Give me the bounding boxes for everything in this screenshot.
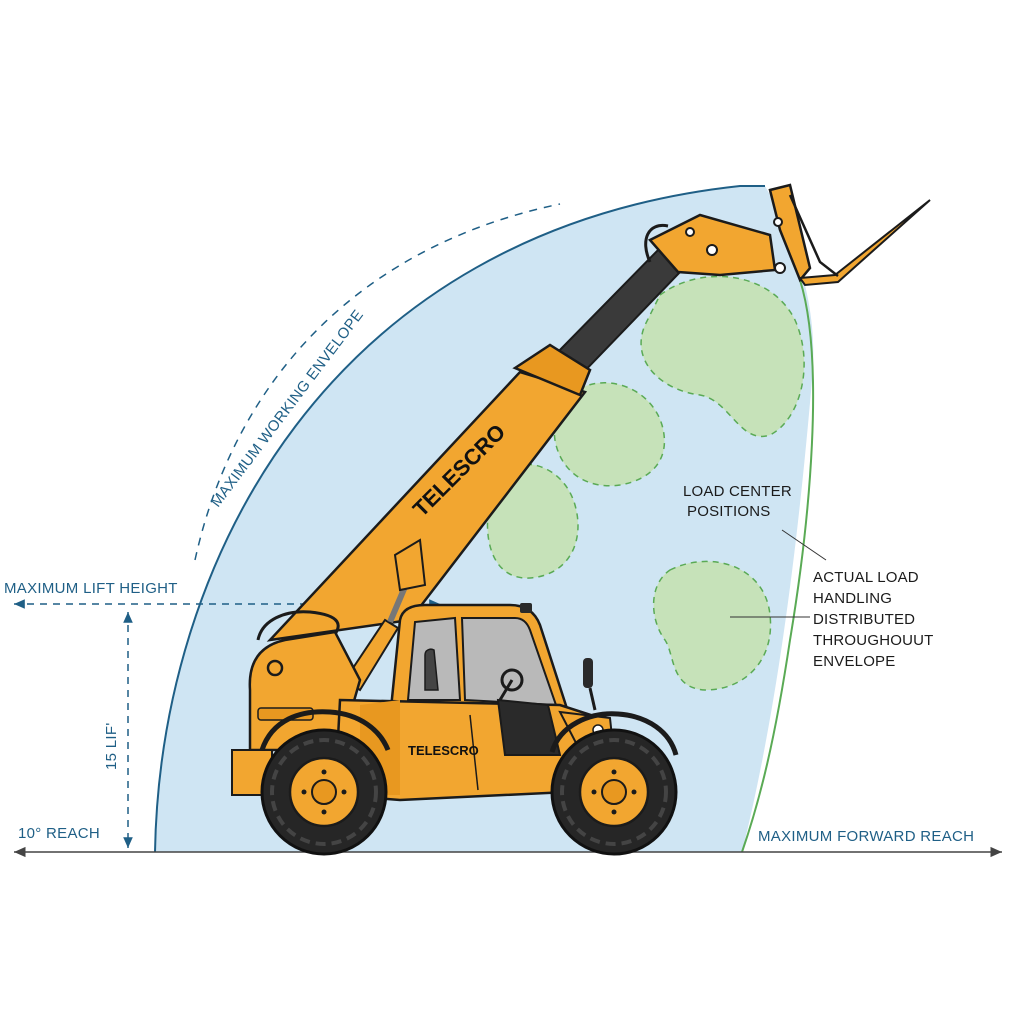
fork-arm bbox=[788, 194, 839, 277]
boom-head-pin-2 bbox=[685, 227, 695, 237]
max-forward-reach-label: MAXIMUM FORWARD REACH bbox=[758, 828, 974, 845]
actual-load-line-4: THROUGHOUUT bbox=[813, 632, 933, 649]
boom-pivot-pin bbox=[266, 659, 284, 677]
envelope-guide-arc bbox=[194, 203, 561, 561]
load-center-line-1: LOAD CENTER bbox=[683, 483, 792, 500]
load-zone-1 bbox=[640, 275, 805, 438]
envelope-forward-boundary bbox=[741, 279, 815, 853]
boom-hook bbox=[644, 223, 669, 263]
lift-dimension-label: 15 LIF' bbox=[103, 723, 120, 771]
door-line bbox=[469, 714, 479, 791]
boom-bracket bbox=[393, 538, 427, 592]
rear-fender bbox=[259, 709, 391, 752]
side-mirror bbox=[583, 658, 593, 688]
load-zone-4 bbox=[652, 560, 772, 691]
load-center-leader bbox=[781, 529, 827, 561]
main-boom bbox=[266, 370, 588, 642]
mirror-arm bbox=[588, 687, 597, 711]
actual-load-line-5: ENVELOPE bbox=[813, 653, 895, 670]
cab-beacon bbox=[520, 603, 532, 613]
rear-wheel bbox=[260, 728, 388, 856]
reach-left-label: 10° REACH bbox=[18, 825, 100, 842]
steering-wheel bbox=[500, 668, 524, 692]
cab-window-front bbox=[460, 617, 558, 707]
load-center-zones bbox=[486, 275, 805, 691]
actual-load-line-2: HANDLING bbox=[813, 590, 892, 607]
front-fender bbox=[549, 711, 679, 756]
boom-collar bbox=[512, 343, 592, 397]
max-lift-height-label: MAXIMUM LIFT HEIGHT bbox=[4, 580, 178, 597]
operator-seat bbox=[424, 648, 439, 691]
envelope-outer-boundary bbox=[154, 185, 765, 853]
carriage-pin bbox=[773, 217, 783, 227]
actual-load-line-1: ACTUAL LOAD bbox=[813, 569, 919, 586]
actual-load-line-3: DISTRIBUTED bbox=[813, 611, 915, 628]
front-wheel bbox=[550, 728, 678, 856]
boom-head-pin-3 bbox=[774, 262, 786, 274]
hydraulic-hose bbox=[256, 610, 340, 642]
fork-tine bbox=[798, 199, 931, 287]
boom-head-pin bbox=[706, 244, 718, 256]
steering-column bbox=[498, 679, 514, 701]
load-zone-2 bbox=[553, 382, 666, 487]
body-brand-text: TELESCRO bbox=[408, 743, 479, 758]
telehandler-machine: TELESCRO TELESCRO bbox=[231, 183, 931, 856]
front-grille bbox=[496, 698, 562, 756]
load-center-label: LOAD CENTER POSITIONS bbox=[683, 483, 796, 520]
actual-load-label: ACTUAL LOAD HANDLING DISTRIBUTED THROUGH… bbox=[813, 569, 938, 670]
load-zone-3 bbox=[486, 463, 579, 579]
load-center-line-2: POSITIONS bbox=[687, 503, 770, 520]
